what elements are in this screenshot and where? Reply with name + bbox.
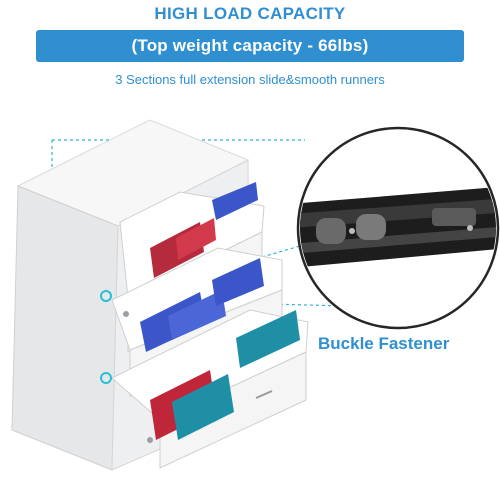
lock-icon (147, 437, 153, 443)
headline-title: HIGH LOAD CAPACITY (154, 4, 346, 23)
buckle-fastener-label: Buckle Fastener (318, 334, 450, 353)
buckle-fastener-zoom (296, 126, 500, 330)
fastener-marker (100, 372, 112, 384)
capacity-banner-text: (Top weight capacity - 66lbs) (131, 36, 369, 55)
capacity-banner: (Top weight capacity - 66lbs) (36, 30, 464, 62)
lock-icon (123, 311, 129, 317)
runner-slot (356, 214, 386, 240)
fastener-marker (100, 290, 112, 302)
filing-cabinet (11, 119, 309, 471)
runner-slot (316, 218, 346, 244)
features-subtitle: 3 Sections full extension slide&smooth r… (115, 72, 385, 87)
runner-slot (432, 208, 476, 226)
drawer-bottom (111, 309, 309, 469)
